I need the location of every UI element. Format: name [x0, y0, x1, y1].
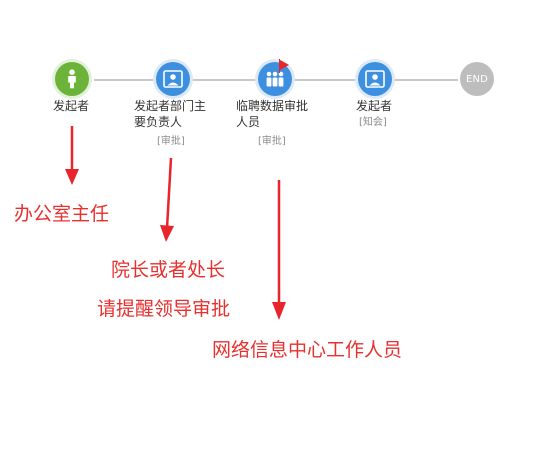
step-department-head-label-line2: 要负责人 [134, 115, 183, 129]
annotation-network-staff: 网络信息中心工作人员 [212, 339, 403, 361]
step-initiator-label: 发起者 [53, 99, 90, 113]
user-profile-icon [365, 70, 385, 88]
step-department-head-tag: [审批] [157, 136, 185, 147]
connector-2 [192, 79, 256, 81]
step-data-approver-label-line2: 人员 [236, 115, 261, 129]
current-step-flag-icon [280, 60, 289, 70]
end-node: END [460, 62, 494, 96]
step-data-approver-label-line1: 临聘数据审批 [236, 99, 309, 113]
arrow-1-head [65, 169, 79, 185]
arrow-2-shaft [165, 157, 173, 229]
step-department-head-label-line1: 发起者部门主 [134, 99, 207, 113]
step-initiator-node[interactable] [55, 62, 89, 96]
arrow-3-head [272, 302, 286, 320]
step-initiator-notify-label: 发起者 [356, 99, 393, 113]
annotation-dean-or-head: 院长或者处长 [111, 259, 226, 281]
connector-4 [394, 79, 458, 81]
step-initiator-notify-tag: [知会] [359, 117, 387, 128]
connector-3 [294, 79, 356, 81]
connector-1 [94, 79, 154, 81]
annotation-office-director: 办公室主任 [14, 203, 110, 225]
current-step-flag-pole [279, 59, 280, 73]
annotation-remind-leader: 请提醒领导审批 [97, 298, 231, 320]
approval-flow: 发起者 发起者部门主 要负责人 [审批] 临聘数据审批 人员 [审批] [0, 0, 554, 170]
step-department-head-node[interactable] [156, 62, 190, 96]
step-data-approver-tag: [审批] [258, 136, 286, 147]
person-icon [68, 69, 76, 89]
group-icon [266, 71, 284, 87]
arrow-2-head [160, 225, 174, 242]
user-profile-icon [163, 70, 183, 88]
step-initiator-notify-node[interactable] [358, 62, 392, 96]
